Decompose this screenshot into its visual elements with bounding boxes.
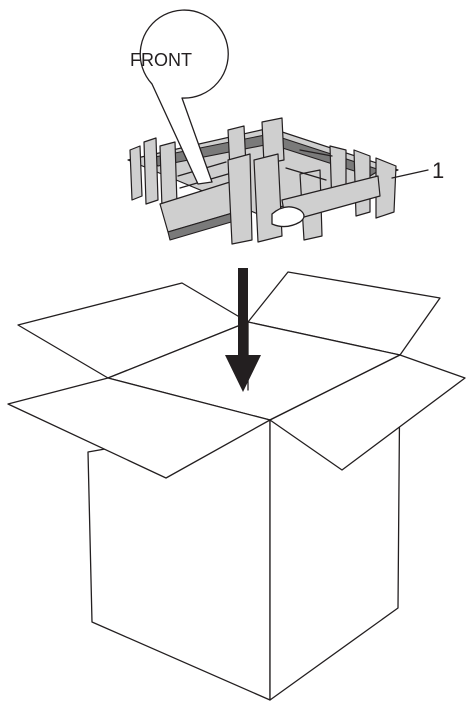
callout-text: FRONT bbox=[130, 50, 192, 70]
front-callout: FRONT bbox=[130, 9, 229, 185]
down-arrow bbox=[225, 268, 261, 392]
box-flap-front-left bbox=[7, 377, 271, 479]
box-flap-front-right bbox=[269, 354, 466, 471]
cardboard-box bbox=[7, 271, 466, 701]
part-1-label: 1 bbox=[432, 158, 444, 183]
packing-tray bbox=[127, 117, 399, 245]
part-1-leader bbox=[391, 169, 429, 179]
callout-bubble bbox=[139, 9, 229, 185]
